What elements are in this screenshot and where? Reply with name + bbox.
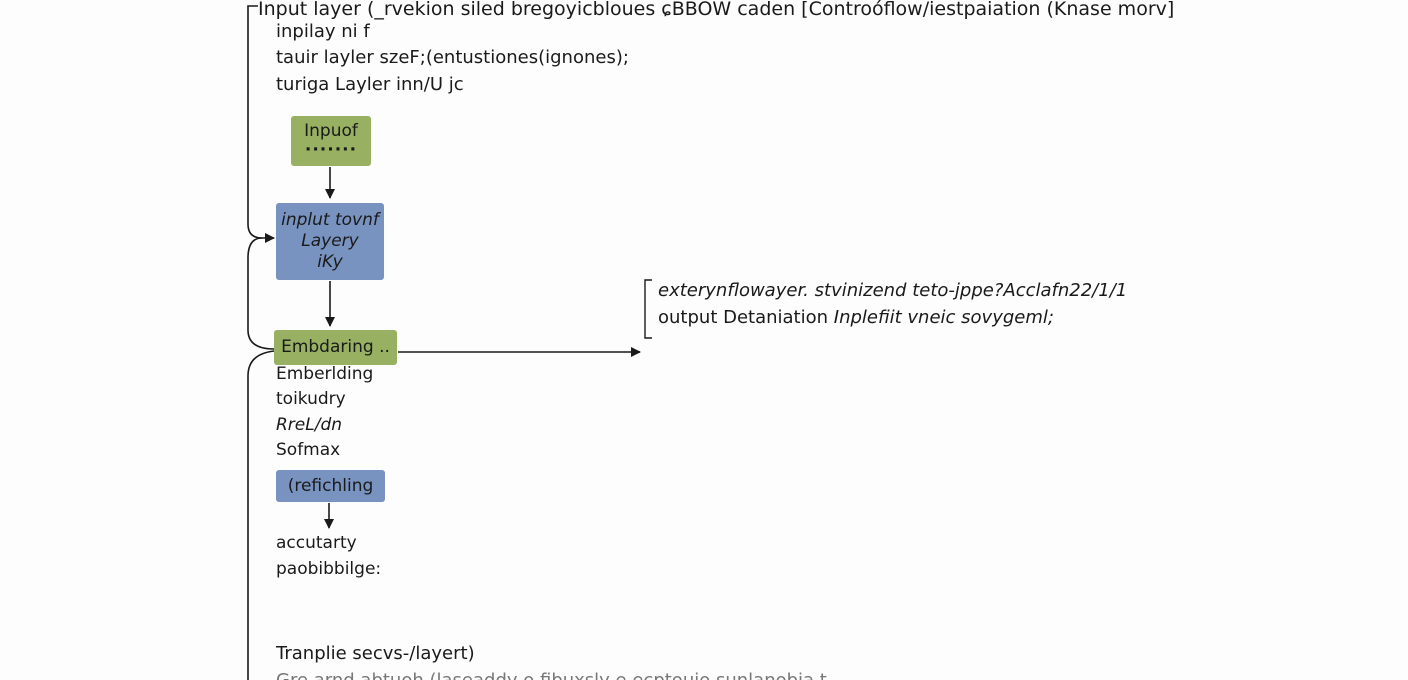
header-line-3: turiga Layler inn/U jc	[276, 74, 464, 95]
footer-line-2: Gre arnd abtuoh (laseaddy o fibuxsly e e…	[276, 670, 827, 680]
input-layer-line-3: iKy	[317, 252, 343, 272]
refetch-list-item: paobibbilge:	[276, 559, 382, 579]
refetch-node-label: (refichling	[287, 475, 374, 496]
input-node-dots: ·······	[304, 140, 358, 160]
header-line-2: tauir layler szeF;(entustiones(ignones);	[276, 47, 629, 68]
feedback-loop-connector	[247, 237, 275, 350]
embedding-list-item: RreL/dn	[276, 415, 343, 435]
refetch-node: (refichling	[276, 470, 385, 502]
embedding-list-item: Sofmax	[276, 440, 341, 460]
header-title: Input layer (_rvekion siled bregoyicblou…	[258, 0, 1175, 20]
footer-line-1: Tranplie secvs-/layert)	[276, 643, 475, 664]
embedding-node-label: Embdaring ..	[281, 337, 390, 357]
embedding-node: Embdaring ..	[274, 330, 397, 365]
external-line-1: exterynflowayer. stvinizend teto-jppe?Ac…	[658, 280, 1128, 301]
input-node-label: Inpuof	[304, 121, 358, 141]
external-line-2-prefix: output Detaniation	[658, 307, 829, 328]
external-bracket	[644, 279, 652, 339]
external-line-2: output Detaniation Inplefiit vneic sovyg…	[658, 307, 1054, 329]
input-layer-line-1: inplut tovnf	[281, 210, 379, 230]
lower-left-connector	[247, 350, 275, 680]
input-layer-line-2: Layery	[301, 231, 359, 251]
header-line-1: inpilay ni f	[276, 21, 370, 42]
external-line-2-italic: Inplefiit vneic sovygeml;	[833, 307, 1054, 328]
embedding-list-item: toikudry	[276, 389, 346, 409]
input-node: Inpuof ·······	[291, 116, 371, 166]
embedding-list-item: Emberlding	[276, 364, 374, 384]
refetch-list-item: accutarty	[276, 533, 357, 553]
header-bracket	[247, 5, 275, 243]
input-layer-node: inplut tovnf Layery iKy	[276, 203, 384, 280]
